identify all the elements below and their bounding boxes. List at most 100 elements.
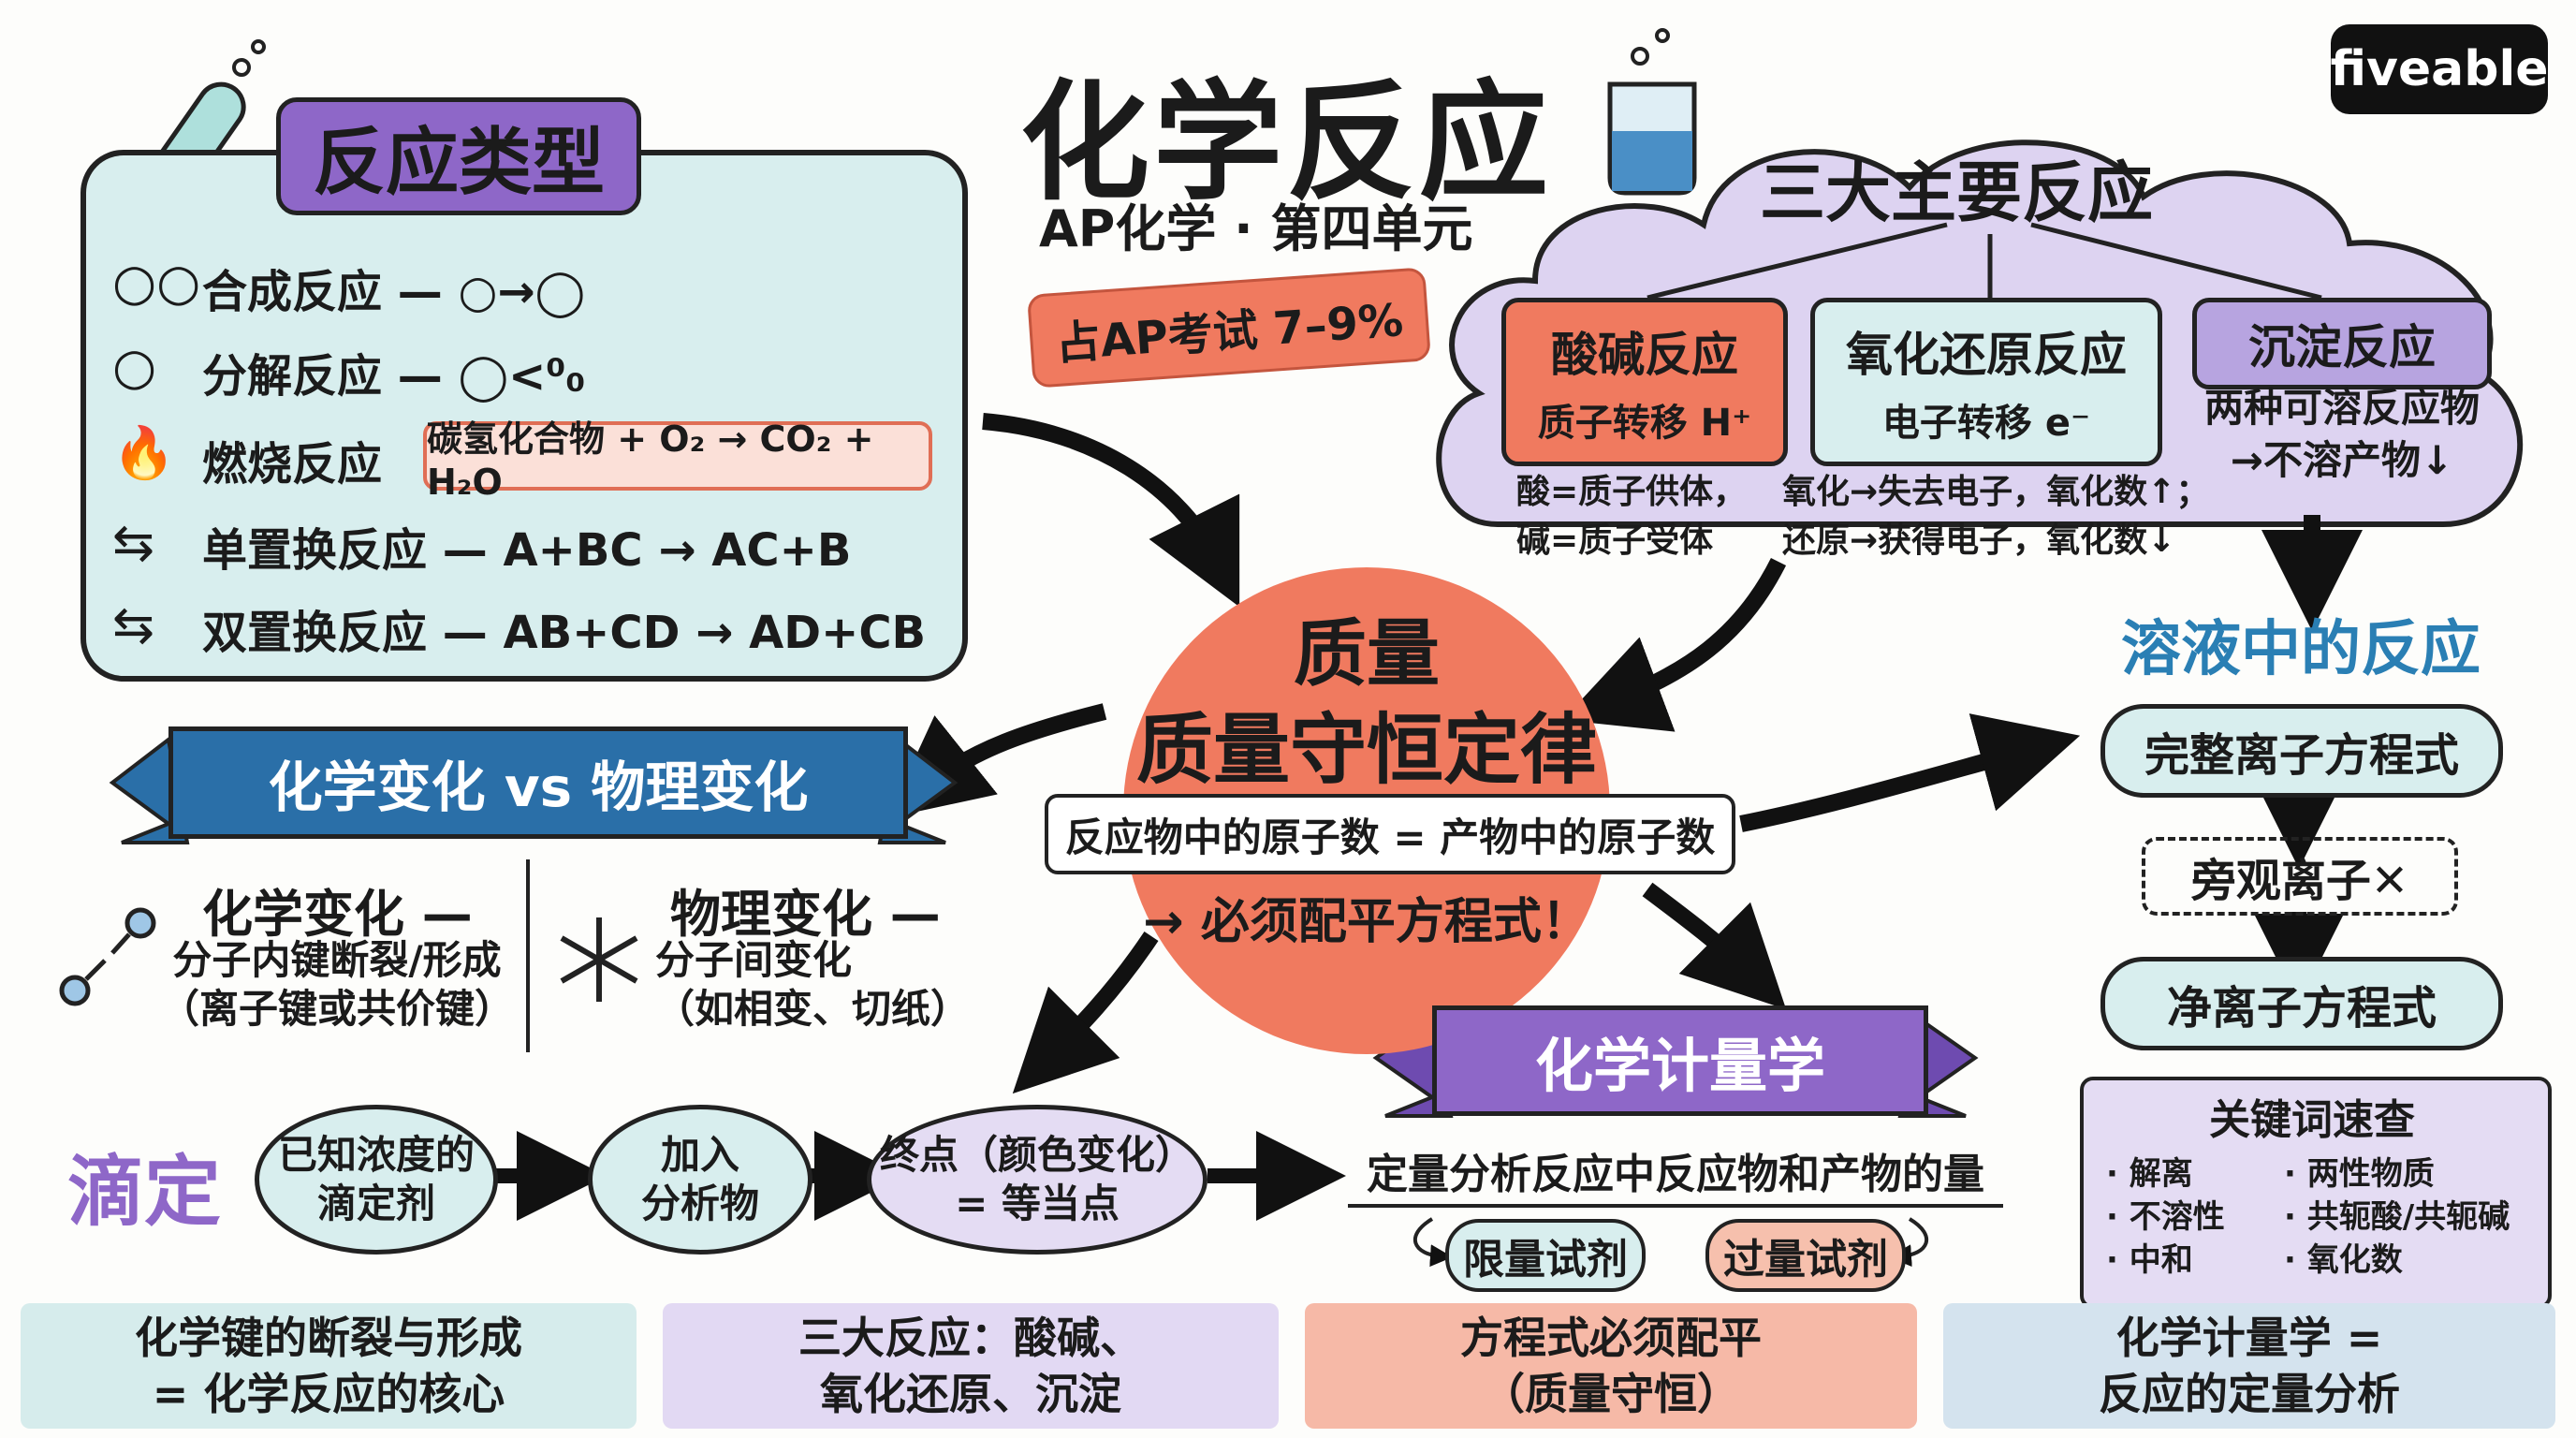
titrant-line-2: 滴定剂 [316,1181,435,1226]
spectator-ions-box: 旁观离子✕ [2142,837,2458,916]
reaction-types-label: 反应类型 [276,97,641,215]
precipitation-name: 沉淀反应 [2248,320,2436,374]
analyte-step: 加入分析物 [588,1105,812,1255]
chem-change-title: 化学变化 — [202,885,473,944]
keyword-item: · 共轭酸/共轭碱 [2284,1198,2510,1236]
summary-card-3: 方程式必须配平 （质量守恒） [1305,1303,1917,1429]
summary-3-line-1: 方程式必须配平 [1460,1313,1762,1363]
cvp-divider [526,859,530,1052]
conservation-law-label: 质量守恒定律 [1135,706,1597,795]
fiveable-logo: fiveable [2330,24,2549,114]
keywords-title: 关键词速查 [2209,1096,2415,1144]
decomposition-name: 分解反应 [202,350,383,403]
limiting-reagent-pill: 限量试剂 [1445,1219,1646,1292]
chem-change-line-1: 分子内键断裂/形成 [172,937,502,983]
summary-3-line-2: （质量守恒） [1482,1369,1740,1419]
summary-4-line-1: 化学计量学 = [2115,1313,2383,1363]
summary-1-line-1: 化学键的断裂与形成 [135,1313,522,1363]
synthesis-diagram-icon: ○→◯ [458,266,586,318]
snowflake-icon [560,917,638,1002]
summary-card-1: 化学键的断裂与形成 = 化学反应的核心 [21,1303,637,1429]
three-main-title: 三大主要反应 [1760,154,2153,231]
summary-card-2: 三大反应：酸碱、 氧化还原、沉淀 [663,1303,1279,1429]
atoms-equality-box: 反应物中的原子数 = 产物中的原子数 [1045,794,1735,874]
titrant-line-1: 已知浓度的 [277,1132,475,1178]
endpoint-line-1: 终点（颜色变化） [879,1132,1194,1178]
acid-base-box: 酸碱反应 质子转移 H⁺ [1501,298,1788,466]
keyword-item: · 氧化数 [2284,1241,2403,1279]
double-replacement-name: 双置换反应 [202,607,428,659]
endpoint-line-2: = 等当点 [955,1181,1120,1226]
precipitation-note-2: →不溶产物↓ [2230,437,2454,483]
base-note: 碱=质子受体 [1516,521,1714,560]
synthesis-name: 合成反应 [202,266,383,318]
molecule-icon [59,907,156,1006]
redox-name: 氧化还原反应 [1846,328,2127,382]
phys-change-title: 物理变化 — [670,885,941,944]
chem-vs-phys-banner: 化学变化 vs 物理变化 [168,726,908,839]
keywords-panel [2080,1077,2552,1309]
phys-change-line-2: （如相变、切纸） [655,986,971,1032]
swap-arrows-icon: ⇆ [112,513,155,572]
endpoint-step: 终点（颜色变化）= 等当点 [867,1105,1208,1255]
decomposition-icon: ○ [112,337,157,396]
center-mass-label: 质量 [1293,612,1440,697]
titration-label: 滴定 [67,1148,222,1237]
net-ionic-pill: 净离子方程式 [2100,957,2503,1050]
complete-ionic-pill: 完整离子方程式 [2100,704,2503,798]
page-title: 化学反应 [1020,67,1553,218]
summary-2-line-1: 三大反应：酸碱、 [798,1313,1143,1363]
redox-notes: 氧化→失去电子，氧化数↑； 还原→获得电子，氧化数↓ [1782,468,2209,565]
synthesis-icon: ○○ [112,253,201,312]
precipitation-notes: 两种可溶反应物 →不溶产物↓ [2202,382,2482,487]
analyte-line-2: 分析物 [640,1181,759,1226]
titrant-step: 已知浓度的滴定剂 [255,1105,498,1255]
precipitation-box: 沉淀反应 [2192,298,2492,389]
synthesis-dash: — [397,266,443,318]
keyword-item: · 解离 [2106,1155,2193,1193]
single-replacement-name: 单置换反应 [202,524,428,577]
acid-base-notes: 酸=质子供体， 碱=质子受体 [1516,468,1747,565]
chem-change-desc: 分子内键断裂/形成 （离子键或共价键） [159,936,515,1034]
beaker-icon [1607,28,1697,196]
acid-base-sub: 质子转移 H⁺ [1537,402,1752,445]
single-replacement-formula: — A+BC → AC+B [442,524,852,577]
solution-reactions-title: 溶液中的反应 [2121,615,2481,684]
phys-change-desc: 分子间变化 （如相变、切纸） [655,936,971,1034]
double-replacement-formula: — AB+CD → AD+CB [442,607,927,659]
summary-card-4: 化学计量学 = 反应的定量分析 [1943,1303,2555,1429]
excess-reagent-pill: 过量试剂 [1705,1219,1906,1292]
summary-1-line-2: = 化学反应的核心 [152,1369,505,1419]
decomposition-diagram-icon: ◯<⁰₀ [458,350,586,403]
single-replacement-row: 单置换反应 — A+BC → AC+B [202,513,851,579]
redox-box: 氧化还原反应 电子转移 e⁻ [1810,298,2162,466]
summary-2-line-2: 氧化还原、沉淀 [820,1369,1121,1419]
acid-note: 酸=质子供体， [1516,473,1748,511]
balance-equation-note: → 必须配平方程式！ [1143,894,1590,950]
combustion-name: 燃烧反应 [202,438,383,491]
double-replacement-row: 双置换反应 — AB+CD → AD+CB [202,595,926,661]
chem-change-line-2: （离子键或共价键） [159,986,514,1032]
keyword-item: · 不溶性 [2106,1198,2225,1236]
synthesis-row: 合成反应 — ○→◯ [202,255,585,320]
stoichiometry-banner: 化学计量学 [1432,1005,1928,1116]
combustion-row: 燃烧反应 [202,427,382,492]
page-subtitle: AP化学 · 第四单元 [1039,199,1473,258]
combustion-equation: 碳氢化合物 + O₂ → CO₂ + H₂O [423,418,932,503]
analyte-line-1: 加入 [660,1132,739,1178]
summary-4-line-2: 反应的定量分析 [2099,1369,2400,1419]
stoichiometry-description: 定量分析反应中反应物和产物的量 [1367,1151,1984,1198]
redox-sub: 电子转移 e⁻ [1881,402,2091,445]
double-swap-arrows-icon: ⇆ [112,595,155,654]
acid-base-name: 酸碱反应 [1551,328,1738,382]
reduction-note: 还原→获得电子，氧化数↓ [1782,521,2176,560]
keyword-item: · 中和 [2106,1241,2193,1279]
decomposition-dash: — [397,350,443,403]
phys-change-line-1: 分子间变化 [655,937,853,983]
stoichiometry-underline [1348,1204,2003,1208]
fire-icon: 🔥 [112,423,176,482]
decomposition-row: 分解反应 — ◯<⁰₀ [202,339,585,404]
oxidation-note: 氧化→失去电子，氧化数↑； [1782,473,2210,511]
precipitation-note-1: 两种可溶反应物 [2203,385,2480,431]
keyword-item: · 两性物质 [2284,1155,2435,1193]
